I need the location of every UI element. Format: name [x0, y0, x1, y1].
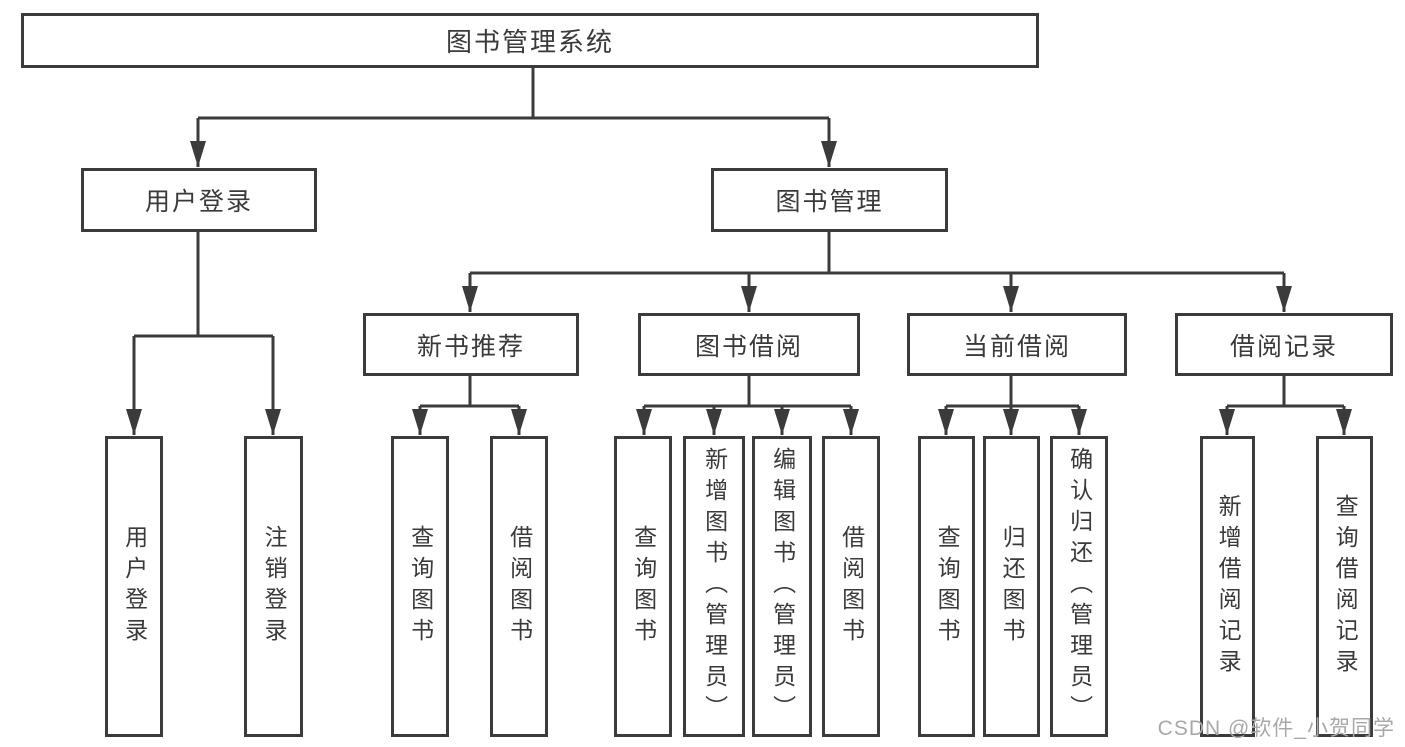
leaf-borrow-books-2: 借阅图书 [822, 436, 880, 737]
leaf-query-books-1: 查询图书 [391, 436, 449, 737]
node-user-login: 用户登录 [81, 168, 317, 232]
node-new-book-recommend: 新书推荐 [363, 313, 579, 376]
node-book-management: 图书管理 [711, 168, 948, 232]
leaf-user-login: 用户登录 [105, 436, 163, 737]
leaf-confirm-return-admin: 确认归还（管理员） [1050, 436, 1108, 737]
leaf-query-books-2: 查询图书 [614, 436, 672, 737]
arrowheads [126, 118, 1352, 435]
leaf-edit-book-admin: 编辑图书（管理员） [752, 436, 812, 737]
leaf-add-book-admin: 新增图书（管理员） [683, 436, 745, 737]
node-library-management-system: 图书管理系统 [21, 13, 1039, 68]
leaf-return-book: 归还图书 [983, 436, 1040, 737]
node-current-borrow: 当前借阅 [907, 313, 1127, 376]
leaf-query-books-3: 查询图书 [918, 436, 975, 737]
leaf-query-borrow-record: 查询借阅记录 [1316, 436, 1373, 737]
node-book-borrow: 图书借阅 [638, 313, 860, 376]
leaf-borrow-books-1: 借阅图书 [490, 436, 548, 737]
branch-rails [134, 68, 1344, 408]
leaf-logout: 注销登录 [244, 436, 303, 737]
csdn-watermark: CSDN @软件_小贺同学 [1157, 717, 1395, 740]
node-borrow-records: 借阅记录 [1175, 313, 1393, 376]
leaf-add-borrow-record: 新增借阅记录 [1200, 436, 1255, 737]
